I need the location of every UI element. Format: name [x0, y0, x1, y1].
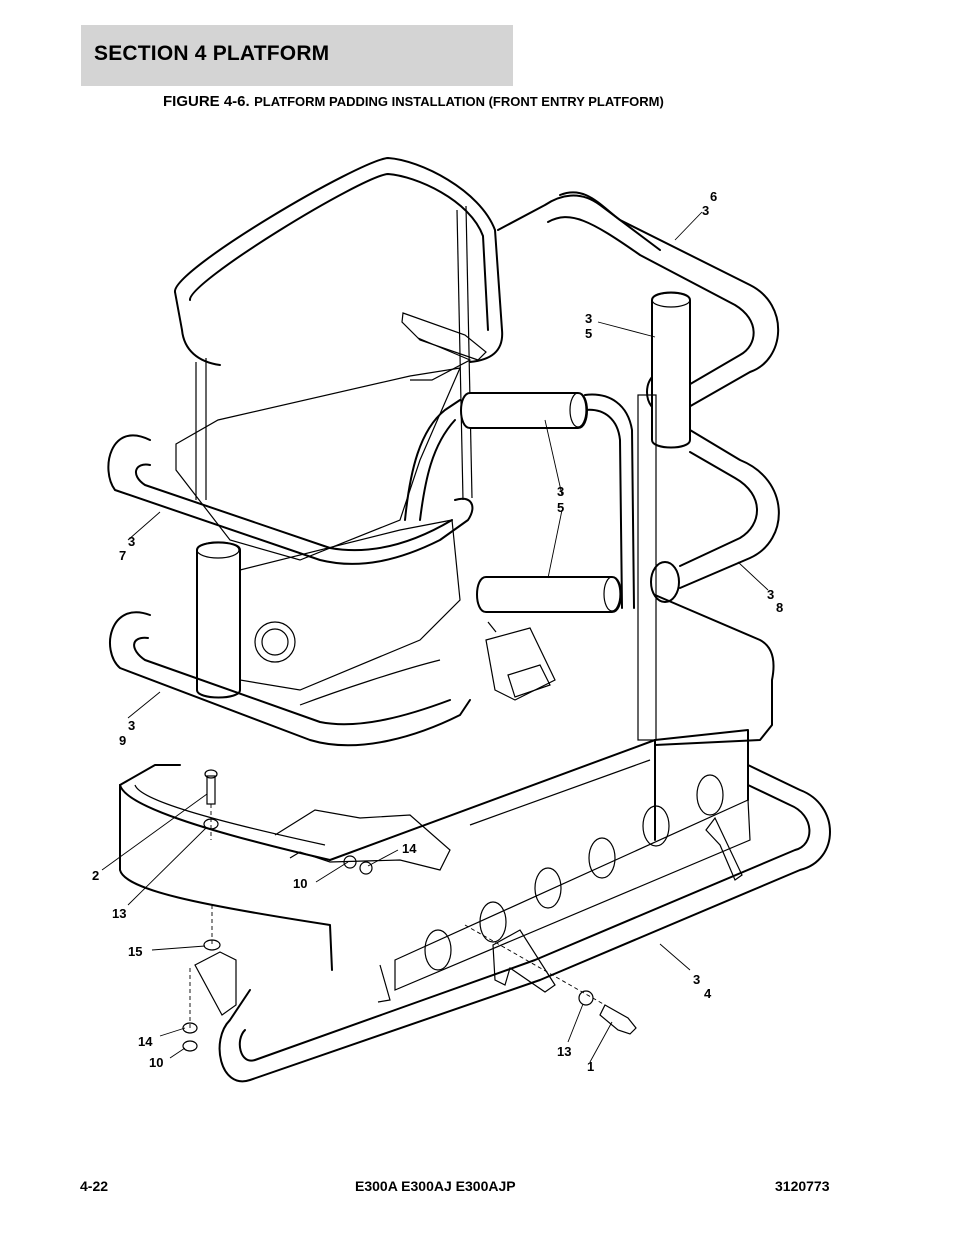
callout-3f: 3	[128, 718, 135, 733]
callout-14b: 14	[138, 1034, 153, 1049]
footer-page-number: 4-22	[80, 1178, 109, 1194]
figure-number: FIGURE 4-6.	[163, 93, 250, 110]
callout-5b: 5	[557, 500, 564, 515]
assembly-lines	[189, 804, 606, 1028]
left-mid-rail	[109, 611, 471, 747]
right-mid-rail	[650, 429, 780, 603]
callout-7: 7	[119, 548, 126, 563]
leader-lines	[101, 211, 769, 1063]
right-upper-rail	[497, 191, 780, 413]
mount-brackets	[194, 816, 743, 1016]
figure-caption: FIGURE 4-6. PLATFORM PADDING INSTALLATIO…	[163, 93, 664, 111]
callout-4: 4	[704, 986, 712, 1001]
callout-8: 8	[776, 600, 783, 615]
left-upper-rail	[107, 434, 474, 565]
callout-6: 6	[710, 189, 717, 204]
callout-1: 1	[587, 1059, 594, 1074]
callout-3g: 3	[693, 972, 700, 987]
callout-13b: 13	[557, 1044, 571, 1059]
section-banner: SECTION 4 PLATFORM	[81, 25, 513, 86]
callout-labels: 6 3 3 5 3 5 3 7 3 8 3 9 2 14 10 13 15 3 …	[92, 189, 783, 1074]
section-title: SECTION 4 PLATFORM	[94, 42, 330, 65]
callout-14a: 14	[402, 841, 417, 856]
callout-2: 2	[92, 868, 99, 883]
hardware	[182, 769, 637, 1052]
foot-switch	[485, 621, 556, 701]
callout-3a: 3	[702, 203, 709, 218]
figure-title: PLATFORM PADDING INSTALLATION (FRONT ENT…	[254, 94, 664, 109]
callout-3e: 3	[767, 587, 774, 602]
callout-15: 15	[128, 944, 142, 959]
callout-13a: 13	[112, 906, 126, 921]
front-gate	[404, 393, 657, 741]
back-upper-rail	[173, 157, 504, 366]
callout-3c: 3	[557, 484, 564, 499]
left-post-pad	[196, 541, 241, 699]
footer-models: E300A E300AJ E300AJP	[355, 1178, 516, 1194]
gate-pad-lower	[476, 576, 622, 613]
rear-post-pad	[651, 291, 691, 449]
callout-3b: 3	[585, 311, 592, 326]
callout-5a: 5	[585, 326, 592, 341]
back-uprights	[195, 205, 473, 501]
lower-bumper-rail	[218, 764, 831, 1083]
callout-10a: 10	[293, 876, 307, 891]
gate-pad-upper	[460, 392, 588, 429]
floor-cutout	[274, 809, 451, 871]
callout-9: 9	[119, 733, 126, 748]
footer-manual-number: 3120773	[775, 1178, 830, 1194]
platform-tub	[119, 594, 775, 971]
side-panel-holes	[394, 774, 751, 991]
callout-10b: 10	[149, 1055, 163, 1070]
callout-3d: 3	[128, 534, 135, 549]
